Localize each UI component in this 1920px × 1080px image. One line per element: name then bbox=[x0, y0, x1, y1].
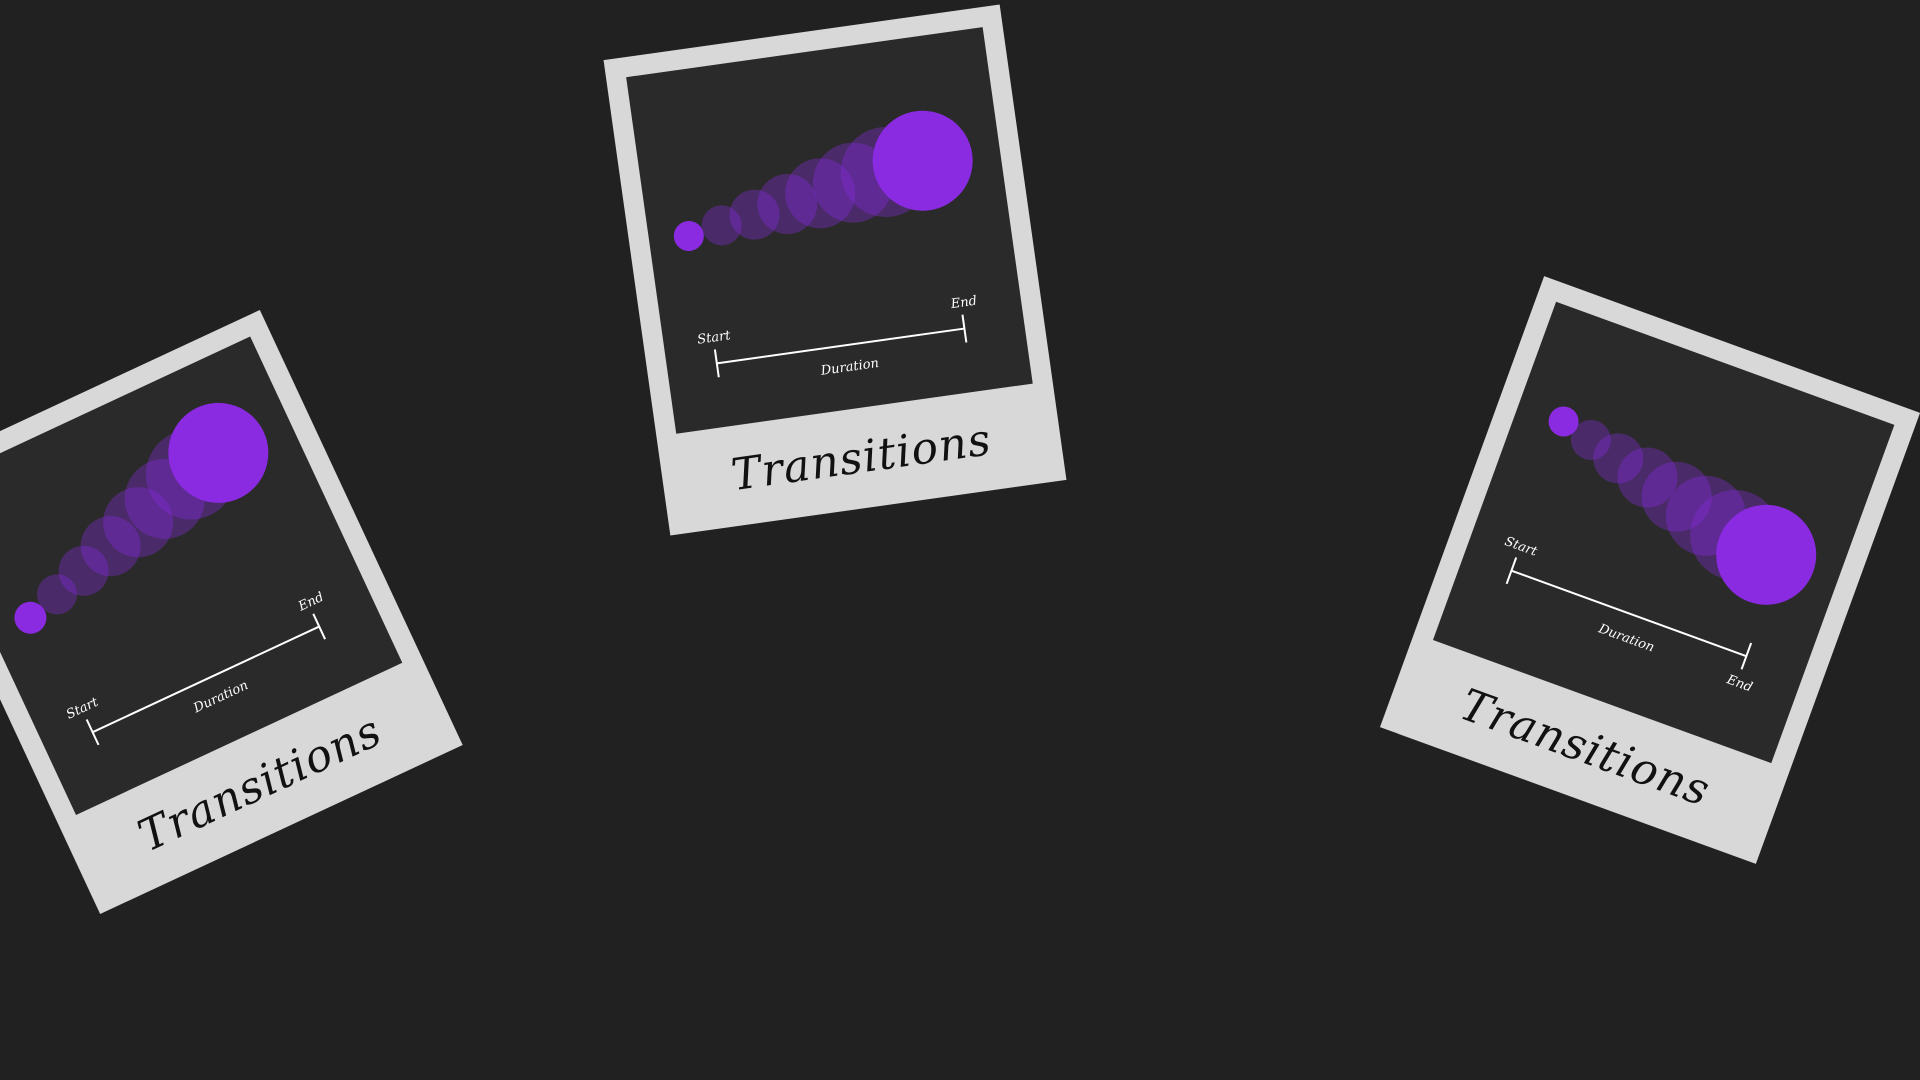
trail-circle bbox=[14, 601, 47, 634]
circle-trail bbox=[673, 110, 973, 252]
end-circle bbox=[168, 402, 269, 503]
circle-trail bbox=[14, 402, 269, 634]
trail-circle bbox=[673, 221, 704, 252]
end-label: End bbox=[1724, 672, 1755, 695]
trail-circle bbox=[729, 189, 780, 240]
trail-circle bbox=[80, 516, 141, 577]
trail-circle bbox=[1617, 447, 1678, 508]
duration-timeline bbox=[1505, 557, 1753, 670]
trail-circle bbox=[785, 158, 856, 229]
end-circle bbox=[872, 110, 973, 211]
duration-label: Duration bbox=[1595, 621, 1656, 655]
transition-illustration: Start End Duration bbox=[673, 110, 978, 379]
duration-timeline bbox=[85, 613, 327, 746]
end-circle bbox=[1716, 504, 1817, 605]
trail-circle bbox=[1641, 461, 1712, 532]
trail-circle bbox=[1593, 433, 1644, 484]
start-label: Start bbox=[696, 328, 732, 348]
trail-circle bbox=[37, 574, 78, 615]
polaroid-card-center: Start End Duration Transitions bbox=[603, 4, 1067, 536]
trail-circle bbox=[1570, 419, 1611, 460]
polaroid-card-right: Start End Duration Transitions bbox=[1379, 276, 1920, 864]
card-photo: Start End Duration bbox=[1432, 301, 1895, 764]
duration-label: Duration bbox=[819, 356, 880, 379]
start-label: Start bbox=[64, 695, 101, 723]
trail-circle bbox=[1548, 406, 1579, 437]
circle-trail bbox=[1548, 406, 1817, 605]
trail-circle bbox=[103, 487, 174, 558]
end-label: End bbox=[295, 590, 326, 615]
trail-circle bbox=[757, 173, 818, 234]
start-label: Start bbox=[1503, 534, 1540, 560]
duration-label: Duration bbox=[190, 678, 250, 717]
transition-illustration: Start End Duration bbox=[1503, 406, 1817, 696]
polaroid-card-left: Start End Duration Transitions bbox=[0, 309, 463, 915]
end-label: End bbox=[949, 294, 978, 313]
card-photo: Start End Duration bbox=[0, 336, 403, 815]
duration-timeline bbox=[713, 314, 968, 378]
trail-circle bbox=[701, 205, 742, 246]
trail-circle bbox=[58, 545, 109, 596]
transition-illustration: Start End Duration bbox=[14, 402, 327, 746]
card-photo: Start End Duration bbox=[626, 27, 1033, 434]
